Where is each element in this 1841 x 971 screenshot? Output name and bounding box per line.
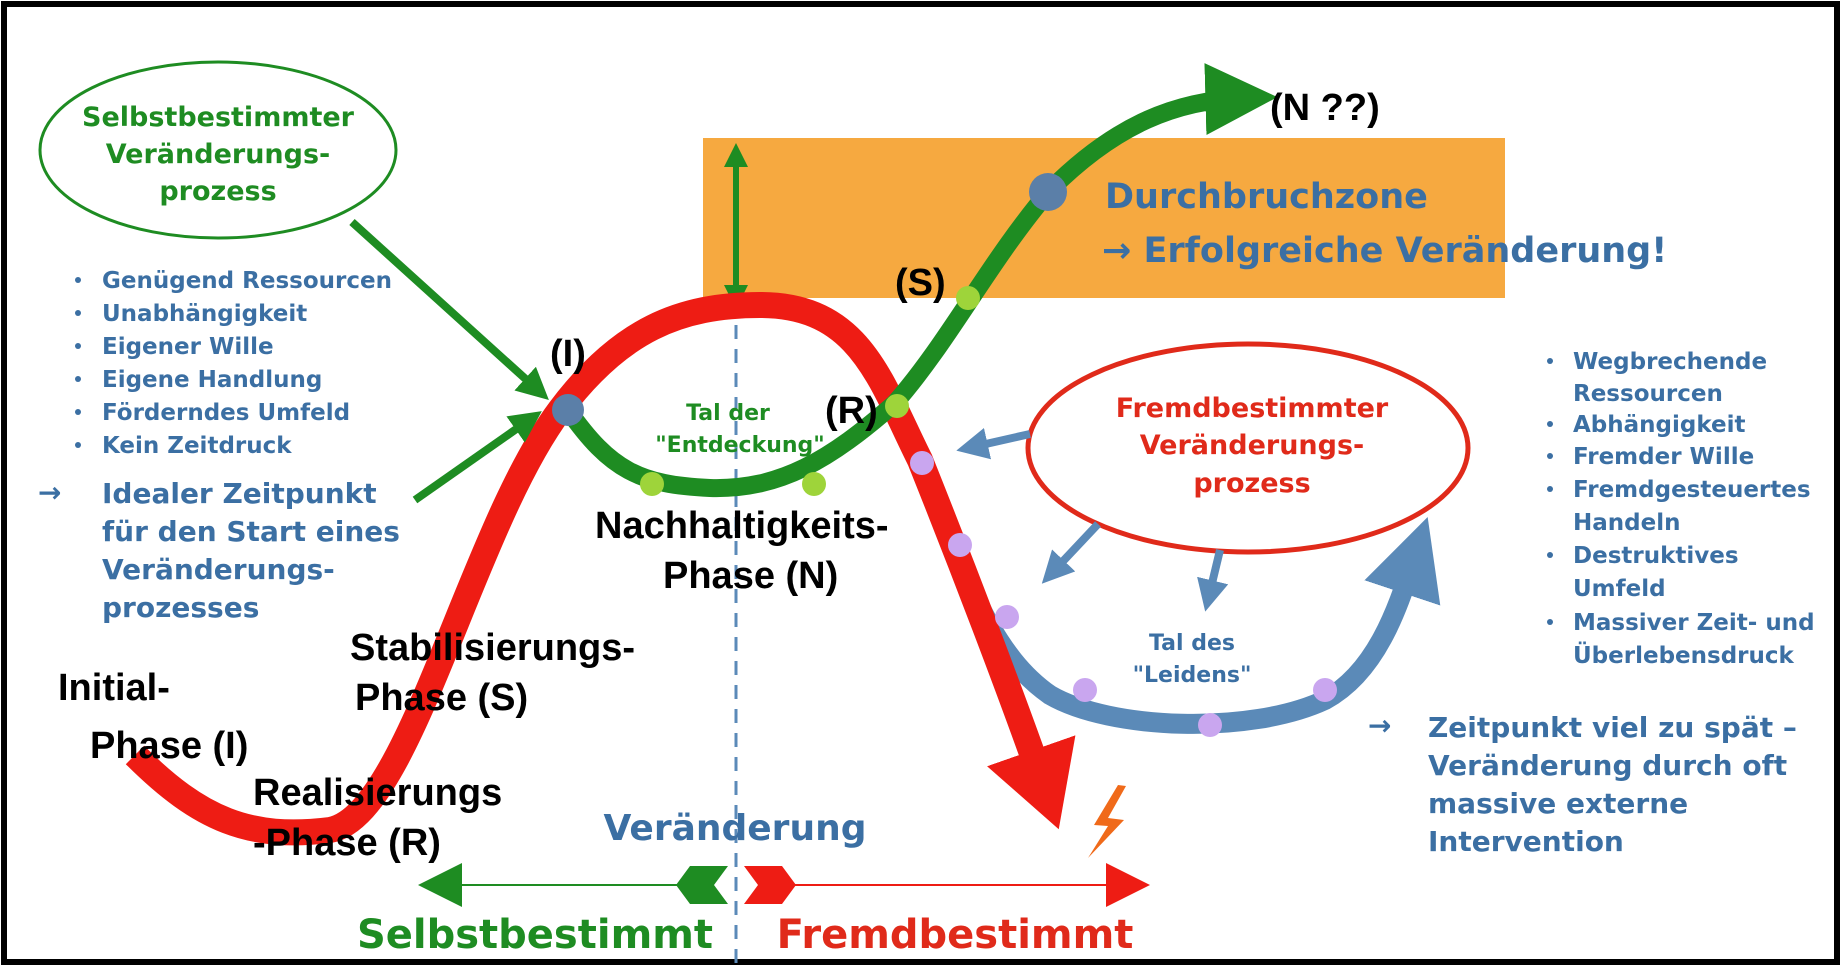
foreign-to-curve-arrow [1041, 521, 1101, 584]
foreign-determined-label: Fremdbestimmt [777, 912, 1134, 958]
discovery-dot [802, 472, 826, 496]
suffering-valley-label1: Tal des [1149, 631, 1235, 656]
left-chevron-icon [676, 866, 728, 904]
stabilisierung-phase-label1: Stabilisierungs- [350, 627, 635, 669]
bullet-dot [75, 409, 81, 415]
marker-i-label: (I) [550, 333, 586, 375]
stabilisierung-phase-label2: Phase (S) [355, 677, 528, 719]
left-arrowhead-icon [418, 863, 462, 907]
self-conclusion-line: prozesses [102, 591, 259, 624]
foreign-bullet-cont: Überlebensdruck [1573, 641, 1795, 669]
stabilisierung-dot [956, 286, 980, 310]
self-conclusion-arrow: → [38, 476, 61, 509]
breakthrough-dot [1029, 173, 1067, 211]
right-arrowhead-icon [1106, 863, 1150, 907]
discovery-valley-curve [560, 396, 901, 498]
foreign-bullet-cont: Handeln [1573, 510, 1680, 536]
self-to-initial-arrow [349, 219, 549, 401]
bullet-dot [1547, 619, 1553, 625]
foreign-conclusion-line: massive externe [1428, 787, 1688, 820]
breakthrough-title: Durchbruchzone [1105, 177, 1428, 217]
suffering-dot [910, 451, 934, 475]
lightning-icon [1088, 785, 1126, 858]
bullet-dot [75, 310, 81, 316]
initial-dot [552, 394, 584, 426]
self-determined-label: Selbstbestimmt [357, 912, 713, 958]
foreign-bullet: Wegbrechende [1573, 349, 1767, 375]
bullet-dot [1547, 486, 1553, 492]
foreign-conclusion-line: Veränderung durch oft [1428, 749, 1787, 782]
self-bullet-list: Genügend Ressourcen Unabhängigkeit Eigen… [75, 268, 392, 459]
bullet-dot [75, 376, 81, 382]
self-ellipse-line2: Veränderungs- [106, 139, 331, 170]
suffering-dot [1073, 678, 1097, 702]
bullet-dot [1547, 358, 1553, 364]
foreign-bullet: Fremder Wille [1573, 444, 1754, 470]
breakthrough-subtitle: → Erfolgreiche Veränderung! [1102, 231, 1667, 271]
bullet-dot [1547, 552, 1553, 558]
foreign-bullet: Massiver Zeit- und [1573, 610, 1815, 636]
self-conclusion-line: Idealer Zeitpunkt [102, 477, 377, 510]
bullet-dot [1547, 453, 1553, 459]
nachhaltigkeit-phase-label1: Nachhaltigkeits- [595, 505, 889, 547]
realisierung-dot [885, 394, 909, 418]
foreign-bullet: Fremdgesteuertes [1573, 477, 1811, 503]
realisierung-phase-label1: Realisierungs [253, 772, 502, 814]
foreign-bullet: Destruktives [1573, 543, 1739, 569]
foreign-conclusion-line: Intervention [1428, 825, 1624, 858]
self-bullet: Kein Zeitdruck [102, 433, 292, 459]
bullet-dot [75, 277, 81, 283]
foreign-to-curve-arrow [956, 427, 1031, 460]
self-bullet: Eigene Handlung [102, 367, 322, 393]
marker-r-label: (R) [825, 390, 878, 432]
initial-phase-label2: Phase (I) [90, 725, 248, 767]
foreign-ellipse-line2: Veränderungs- [1140, 430, 1365, 461]
conclusion-to-initial-arrow [412, 411, 542, 504]
foreign-bullet-cont: Ressourcen [1573, 381, 1723, 407]
change-label: Veränderung [604, 808, 867, 849]
suffering-dot [1313, 678, 1337, 702]
foreign-bullet-cont: Umfeld [1573, 576, 1666, 602]
foreign-to-curve-arrow [1197, 549, 1229, 612]
self-bullet: Förderndes Umfeld [102, 400, 350, 426]
foreign-bullet: Abhängigkeit [1573, 412, 1746, 438]
breakthrough-zone-box [703, 138, 1505, 298]
marker-n-label: (N ??) [1270, 87, 1380, 129]
foreign-ellipse-line3: prozess [1193, 468, 1310, 499]
self-ellipse-line1: Selbstbestimmter [82, 102, 355, 133]
red-main-curve [125, 291, 1076, 846]
realisierung-phase-label2: -Phase (R) [253, 822, 441, 864]
self-bullet: Unabhängigkeit [102, 301, 307, 327]
foreign-bullet-list: Wegbrechende Ressourcen Abhängigkeit Fre… [1547, 349, 1815, 669]
nachhaltigkeit-phase-label2: Phase (N) [663, 555, 838, 597]
suffering-dot [995, 605, 1019, 629]
foreign-ellipse-line1: Fremdbestimmter [1116, 393, 1389, 424]
self-ellipse-line3: prozess [159, 176, 276, 207]
marker-s-label: (S) [895, 262, 946, 304]
initial-phase-label1: Initial- [58, 667, 170, 709]
bullet-dot [1547, 421, 1553, 427]
bullet-dot [75, 442, 81, 448]
discovery-dot [640, 472, 664, 496]
suffering-dot [1198, 713, 1222, 737]
discovery-valley-label1: Tal der [686, 401, 770, 426]
discovery-valley-label2: "Entdeckung" [655, 433, 825, 458]
self-bullet: Genügend Ressourcen [102, 268, 392, 294]
self-conclusion-line: Veränderungs- [102, 553, 335, 586]
right-chevron-icon [744, 866, 796, 904]
suffering-dot [948, 533, 972, 557]
bullet-dot [75, 343, 81, 349]
suffering-valley-label2: "Leidens" [1133, 663, 1252, 688]
foreign-determined-ellipse [1025, 341, 1471, 555]
self-determined-ellipse [38, 60, 398, 240]
foreign-conclusion-arrow: → [1368, 709, 1391, 742]
self-conclusion-line: für den Start eines [102, 515, 400, 548]
foreign-conclusion-line: Zeitpunkt viel zu spät – [1428, 711, 1797, 744]
self-bullet: Eigener Wille [102, 334, 274, 360]
